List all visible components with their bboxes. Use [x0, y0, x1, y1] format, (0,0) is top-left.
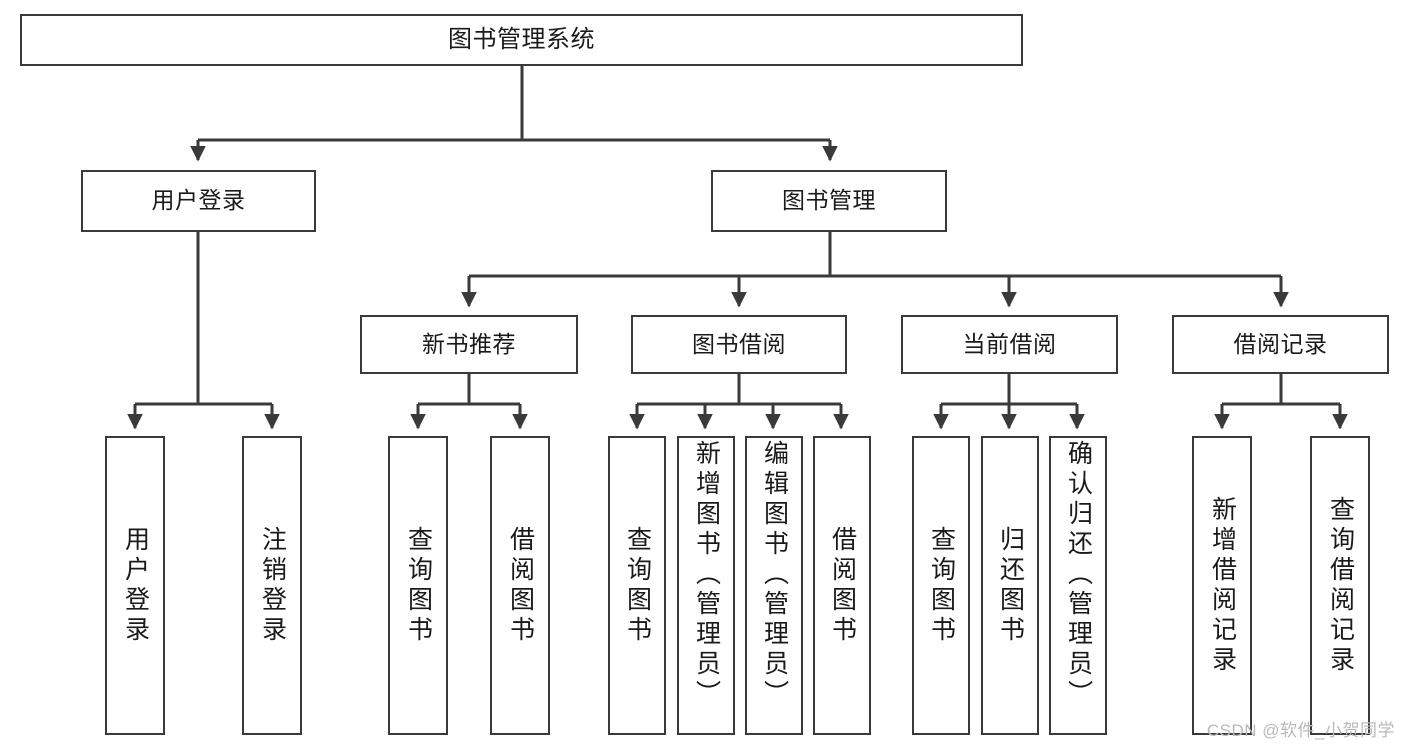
node-label: 用户登录	[121, 525, 150, 646]
leaf-borrow-query-book[interactable]: 查询图书	[608, 436, 666, 735]
leaf-borrow-add-book-admin[interactable]: 新增图书（管理员）	[677, 436, 735, 735]
leaf-record-query-record[interactable]: 查询借阅记录	[1310, 436, 1370, 735]
node-label: 借阅图书	[828, 525, 857, 646]
node-root-system[interactable]: 图书管理系统	[20, 14, 1023, 66]
node-label: 查询图书	[623, 525, 652, 646]
node-label: 新增借阅记录	[1208, 495, 1237, 676]
node-label: 借阅记录	[1233, 330, 1328, 357]
node-label: 当前借阅	[962, 330, 1057, 357]
node-label: 新书推荐	[422, 330, 516, 357]
leaf-borrow-borrow-book[interactable]: 借阅图书	[813, 436, 871, 735]
leaf-current-return-book[interactable]: 归还图书	[981, 436, 1039, 735]
node-label: 查询借阅记录	[1326, 495, 1355, 676]
node-borrow-record[interactable]: 借阅记录	[1172, 315, 1389, 374]
node-label: 借阅图书	[506, 525, 535, 646]
node-label: 新增图书（管理员）	[692, 440, 721, 710]
node-label: 注销登录	[258, 525, 287, 646]
leaf-user-login-login[interactable]: 用户登录	[105, 436, 165, 735]
watermark-text: CSDN @软件_小贺同学	[1206, 721, 1395, 740]
node-label: 图书管理系统	[448, 25, 595, 53]
leaf-recommend-query-book[interactable]: 查询图书	[388, 436, 448, 735]
node-label: 图书借阅	[692, 330, 786, 357]
leaf-recommend-borrow-book[interactable]: 借阅图书	[490, 436, 550, 735]
node-label: 确认归还（管理员）	[1064, 440, 1093, 710]
leaf-current-query-book[interactable]: 查询图书	[912, 436, 970, 735]
node-label: 查询图书	[927, 525, 956, 646]
node-label: 编辑图书（管理员）	[760, 440, 789, 710]
node-label: 查询图书	[404, 525, 433, 646]
node-label: 用户登录	[151, 187, 246, 214]
node-new-book-recommend[interactable]: 新书推荐	[360, 315, 578, 374]
leaf-user-login-logout[interactable]: 注销登录	[242, 436, 302, 735]
node-book-management[interactable]: 图书管理	[711, 170, 947, 232]
leaf-record-add-record[interactable]: 新增借阅记录	[1192, 436, 1252, 735]
node-label: 归还图书	[996, 525, 1025, 646]
node-current-borrow[interactable]: 当前借阅	[901, 315, 1118, 374]
leaf-current-confirm-return-admin[interactable]: 确认归还（管理员）	[1049, 436, 1107, 735]
node-label: 图书管理	[782, 187, 876, 214]
node-book-borrow[interactable]: 图书借阅	[631, 315, 847, 374]
leaf-borrow-edit-book-admin[interactable]: 编辑图书（管理员）	[745, 436, 803, 735]
node-user-login[interactable]: 用户登录	[81, 170, 316, 232]
